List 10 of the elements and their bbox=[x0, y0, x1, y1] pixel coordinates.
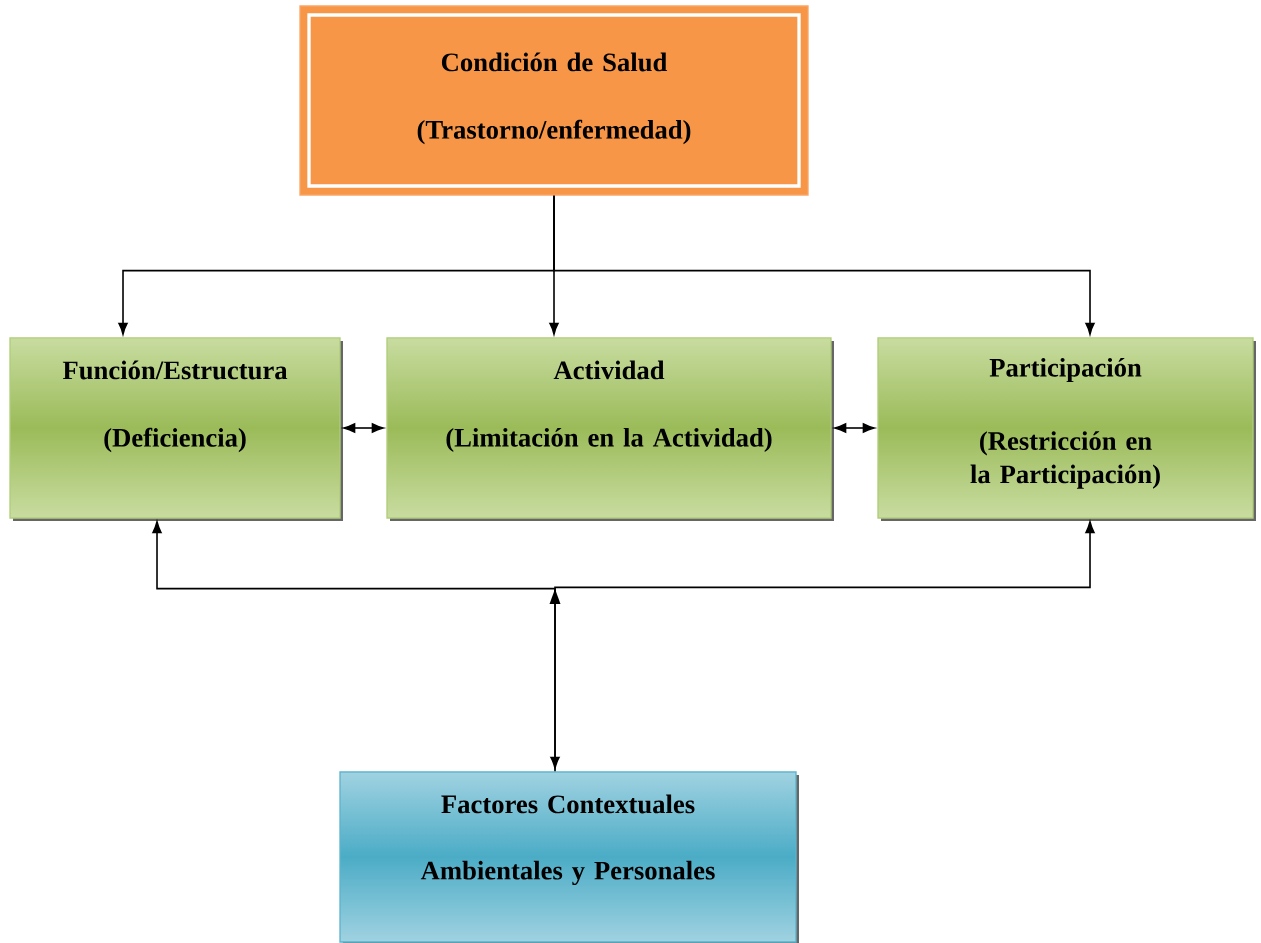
arrow bbox=[152, 521, 561, 769]
process-box: Actividad (Limitación en la Actividad) bbox=[386, 337, 834, 521]
process-box: Factores Contextuales Ambientales y Personales bbox=[339, 771, 799, 943]
arrow bbox=[554, 521, 1095, 773]
arrow bbox=[553, 194, 1095, 335]
arrow bbox=[834, 423, 875, 433]
arrow bbox=[343, 423, 384, 433]
process-box: Participación (Restricción en la Participación) bbox=[877, 337, 1256, 521]
process-box: Función/Estructura (Deficiencia) bbox=[9, 337, 343, 521]
process-box: Condición de Salud (Trastorno/enfermedad) bbox=[299, 5, 809, 196]
